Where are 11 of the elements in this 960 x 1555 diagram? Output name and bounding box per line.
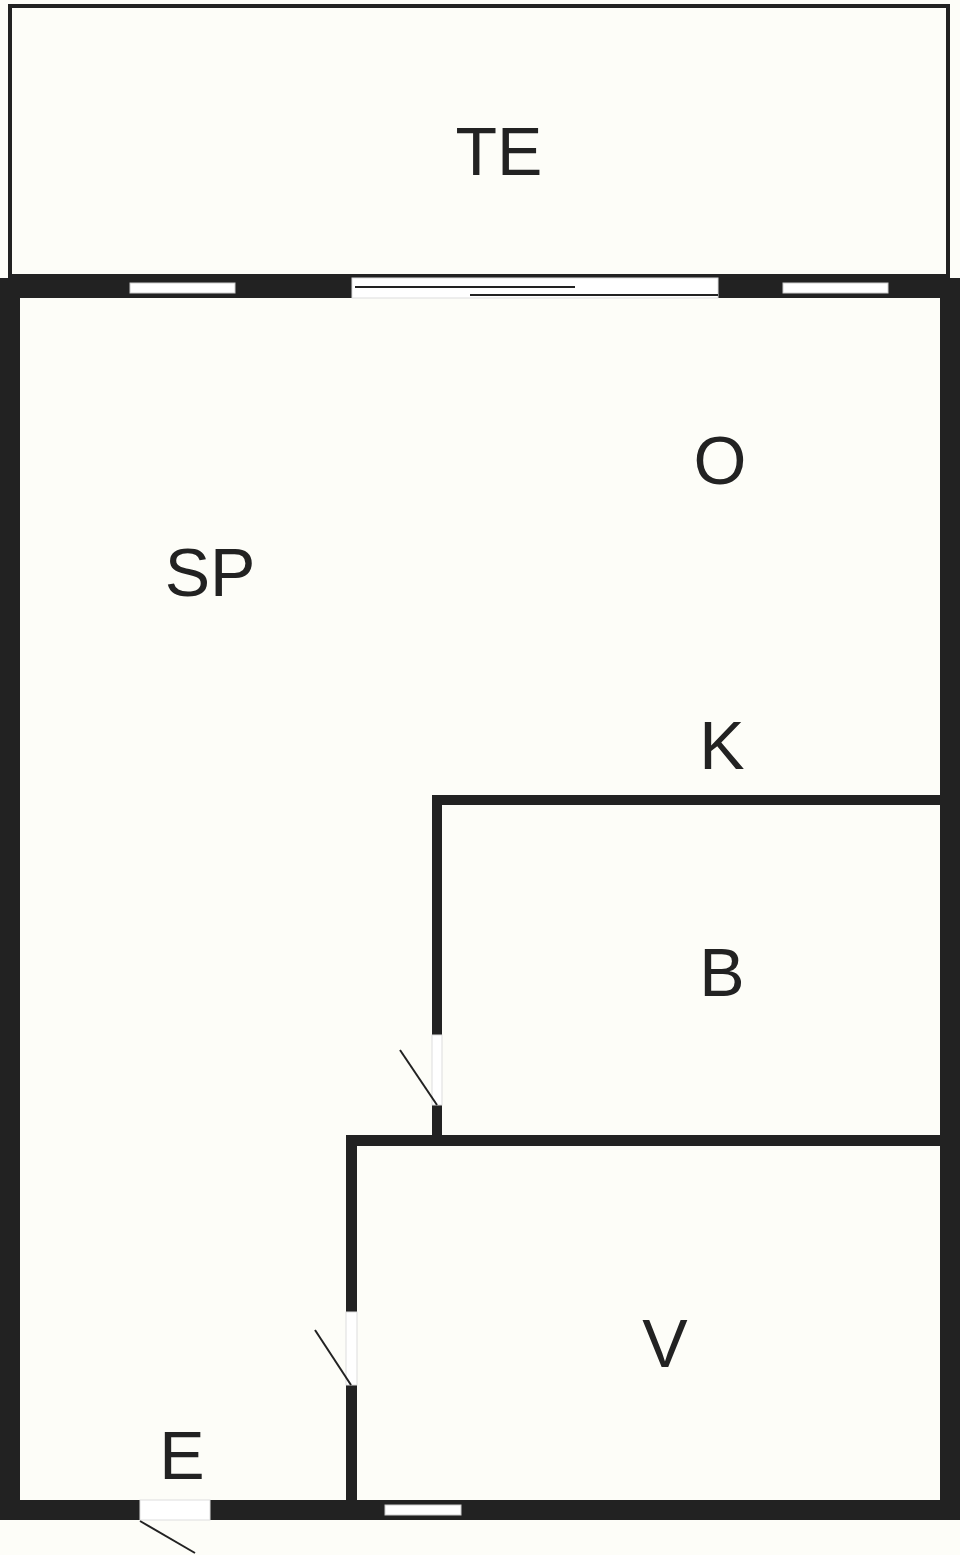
room-label: K — [699, 711, 745, 779]
room — [432, 795, 940, 1135]
room-label: B — [699, 938, 745, 1006]
room-label: O — [693, 426, 747, 494]
room-label: V — [642, 1309, 688, 1377]
room-label: E — [159, 1421, 205, 1489]
room-label: SP — [164, 538, 256, 606]
room — [346, 1135, 940, 1500]
room-label: TE — [455, 117, 543, 185]
apartment-outline — [0, 278, 960, 1520]
terrace-room — [8, 4, 950, 278]
